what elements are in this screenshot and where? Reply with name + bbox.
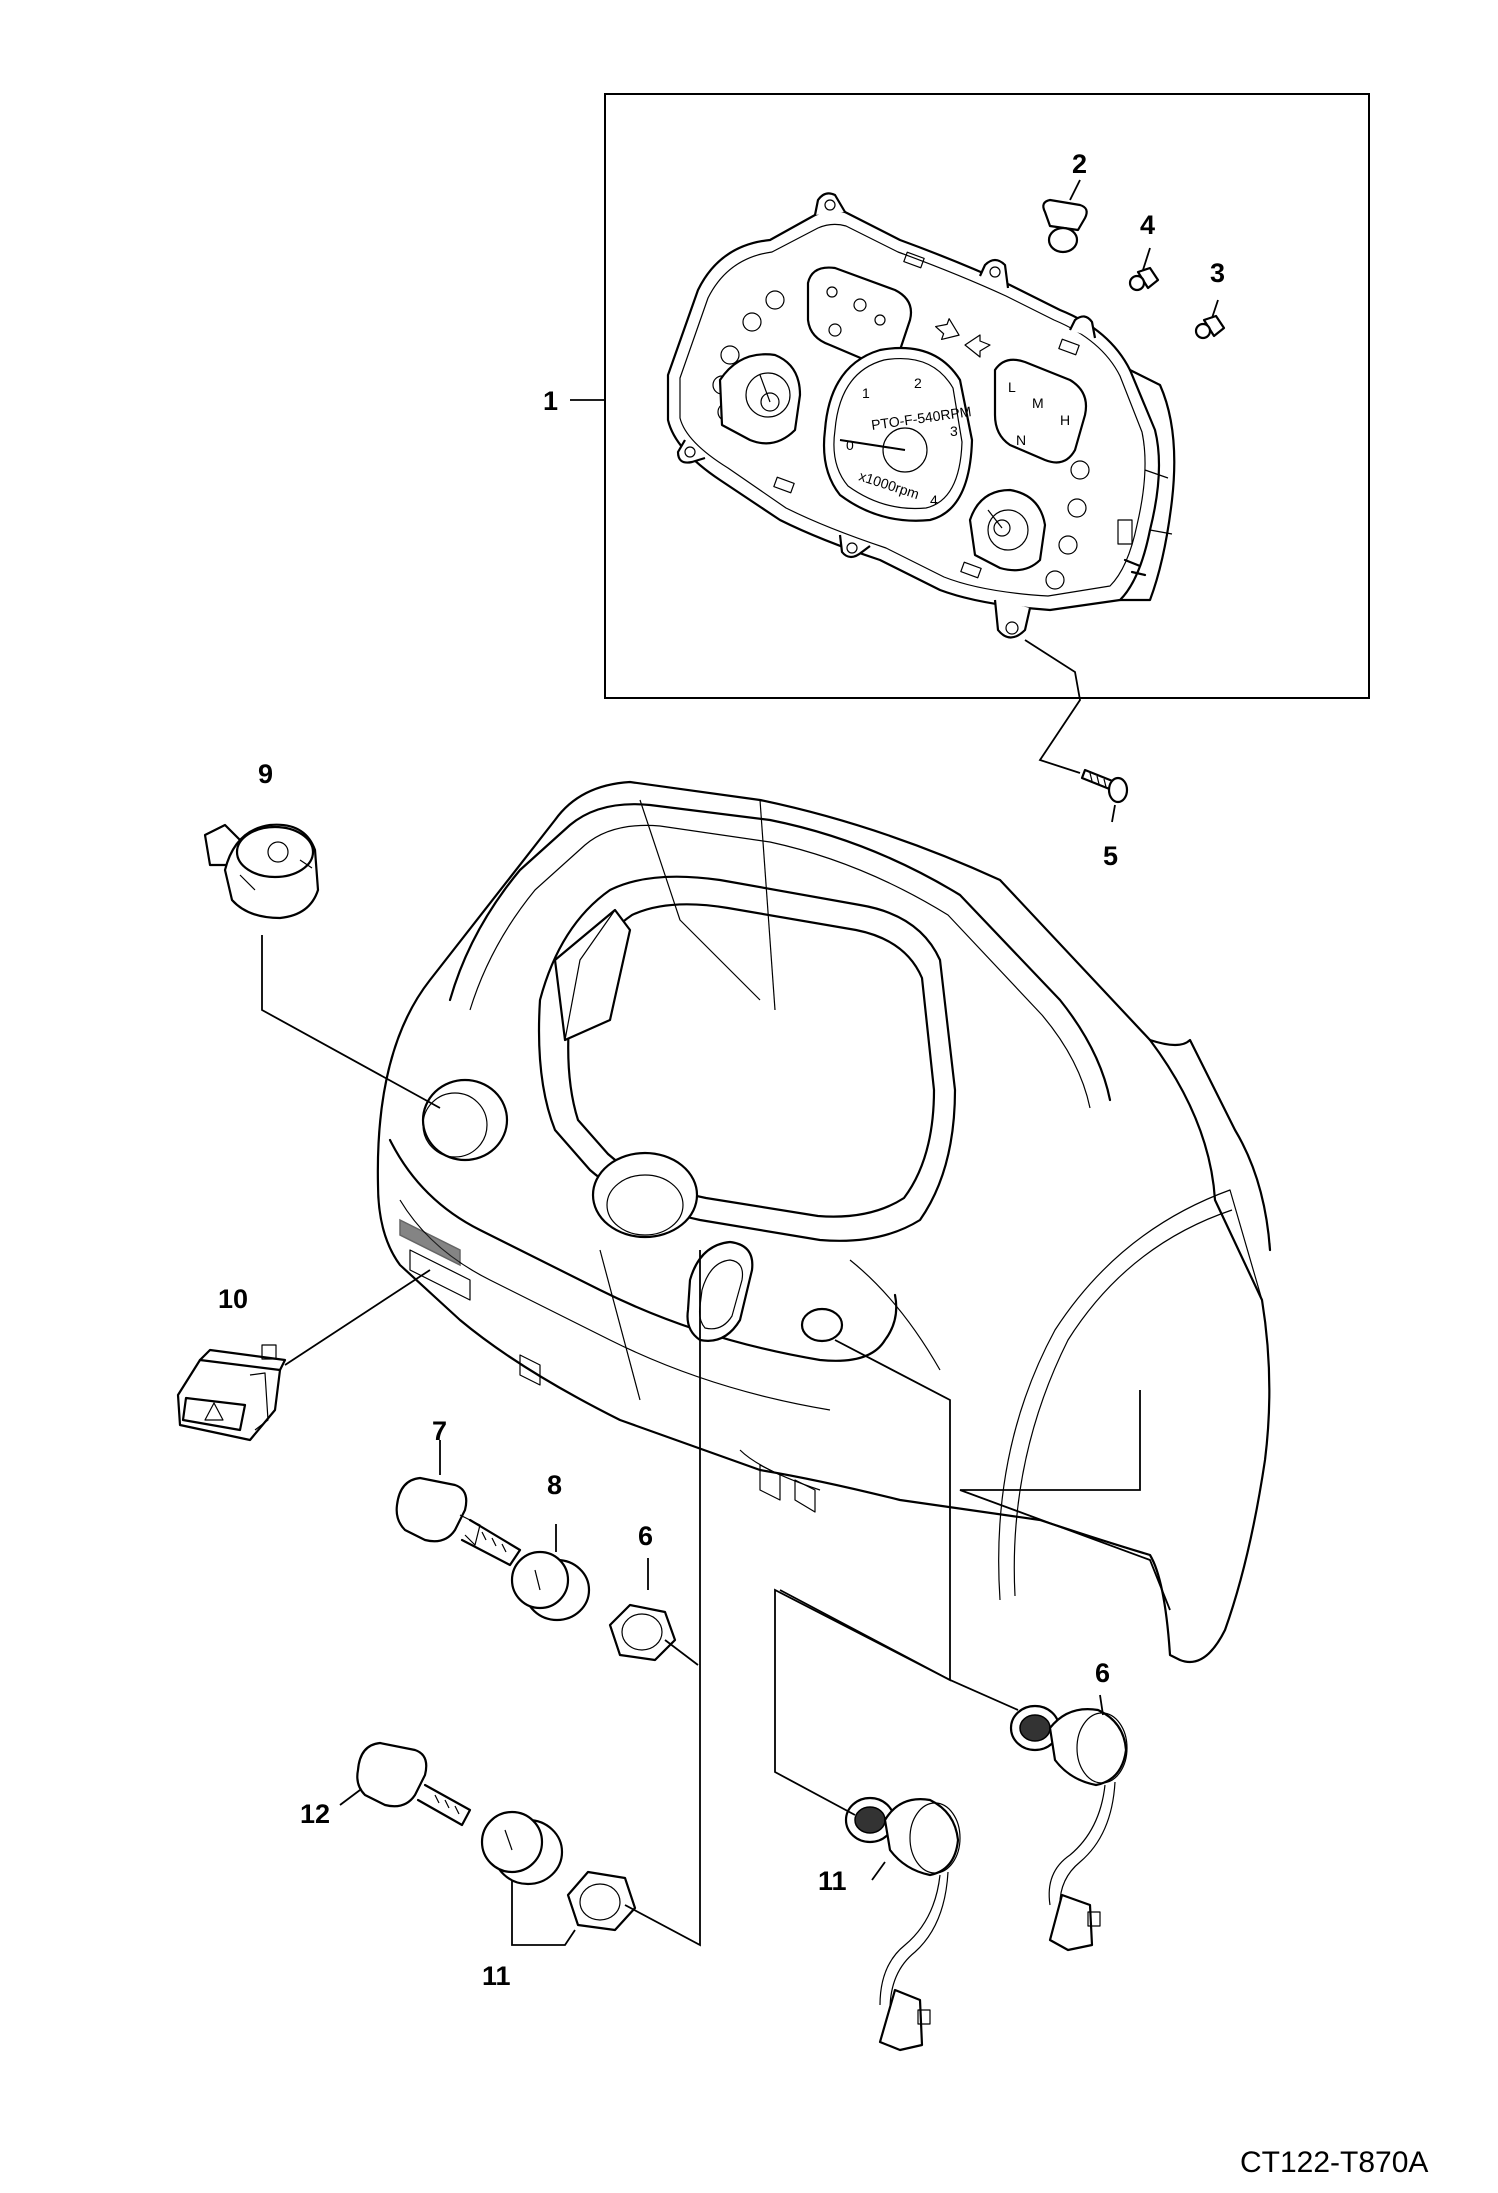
- hazard-switch-item-10: [176, 1344, 287, 1442]
- tach-number-4: 4: [930, 492, 938, 508]
- callout-numbers: 1 2 3 4 5 6 6 7 8 9 10 11 11 12: [218, 149, 1225, 1991]
- instrument-cluster: 0 1 2 3 4 PTO-F-540RPM x1000rpm L M H N: [666, 192, 1176, 639]
- key-item-12: [356, 1741, 472, 1827]
- callout-3: 3: [1210, 258, 1225, 288]
- callout-1: 1: [543, 386, 558, 416]
- callout-4: 4: [1140, 210, 1155, 240]
- drawing-id: CT122-T870A: [1240, 2146, 1428, 2179]
- callout-12: 12: [300, 1799, 330, 1829]
- callout-7: 7: [432, 1416, 447, 1446]
- callout-6-right: 6: [1095, 1658, 1110, 1688]
- callout-6-left: 6: [638, 1521, 653, 1551]
- rotary-switch-item-9: [203, 823, 320, 920]
- callout-11-left: 11: [482, 1961, 511, 1991]
- bulb-item-3: [1194, 314, 1226, 340]
- bulb-item-4: [1128, 266, 1160, 292]
- callout-5: 5: [1103, 841, 1118, 871]
- bulb-item-2: [1042, 198, 1088, 254]
- tach-number-0: 0: [846, 437, 854, 453]
- range-letter-l: L: [1008, 379, 1016, 395]
- cluster-assembly-box: [604, 93, 1370, 699]
- screw-item-5: [1080, 768, 1129, 804]
- callout-9: 9: [258, 759, 273, 789]
- tach-number-1: 1: [862, 385, 870, 401]
- key-item-7: [395, 1476, 522, 1567]
- lock-cylinder-item-11-left: [480, 1810, 637, 1932]
- callout-2: 2: [1072, 149, 1087, 179]
- callout-8: 8: [547, 1470, 562, 1500]
- dashboard-panel: [376, 780, 1272, 1664]
- hex-nut-item-6-left: [608, 1603, 677, 1662]
- callout-11-right: 11: [818, 1866, 847, 1896]
- range-letter-n: N: [1016, 432, 1026, 448]
- range-letter-m: M: [1032, 395, 1044, 411]
- lock-cylinder-item-8: [510, 1550, 591, 1622]
- range-letter-h: H: [1060, 412, 1070, 428]
- callout-10: 10: [218, 1284, 248, 1314]
- leader-lines: [261, 179, 1219, 1947]
- tach-number-3: 3: [950, 423, 958, 439]
- tach-number-2: 2: [914, 375, 922, 391]
- switch-harness-item-6-right: [1009, 1704, 1128, 1952]
- switch-harness-item-11-right: [844, 1796, 961, 2052]
